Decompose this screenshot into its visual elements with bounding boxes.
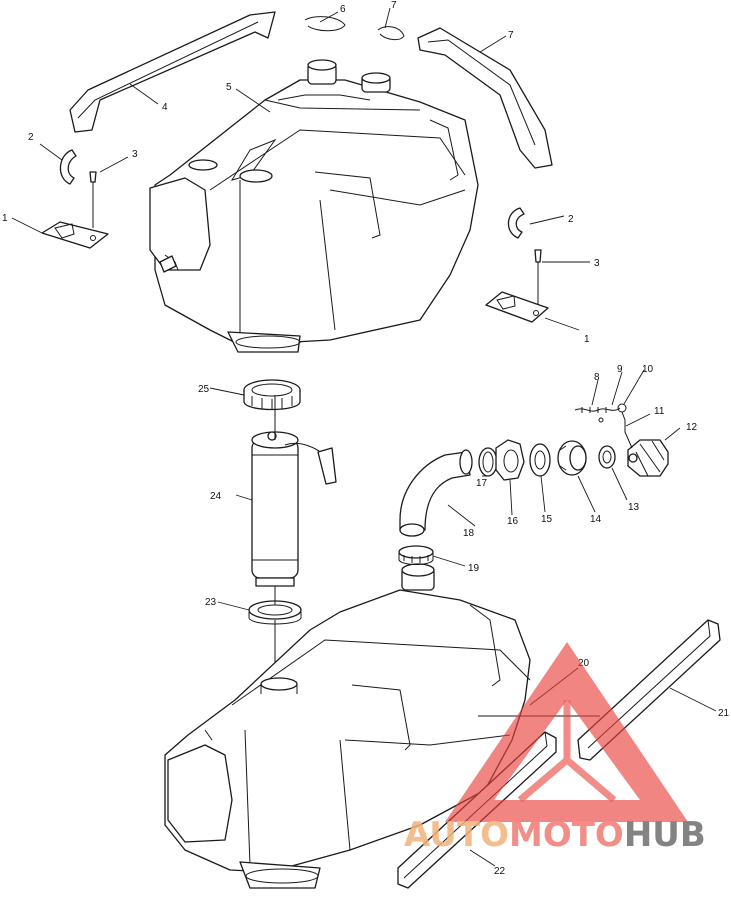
label-8: 8 <box>594 372 600 383</box>
strap-right <box>417 27 553 169</box>
gasket-15 <box>529 443 551 477</box>
pin-3-right <box>534 249 542 310</box>
label-6: 6 <box>340 4 346 15</box>
label-1-left: 1 <box>2 213 8 224</box>
label-16: 16 <box>507 516 519 527</box>
label-1-right: 1 <box>584 334 590 345</box>
filler-hose-18 <box>399 449 473 537</box>
label-9: 9 <box>617 364 623 375</box>
pin-3-left <box>89 171 97 228</box>
fuel-tank-lower <box>164 563 531 889</box>
label-21: 21 <box>718 708 730 719</box>
callout-labels: 1 2 3 4 5 6 7 7 2 3 1 25 24 23 8 9 10 11… <box>2 0 730 877</box>
fuel-cap-12 <box>627 439 669 477</box>
label-20: 20 <box>578 658 590 669</box>
lock-ring-25 <box>243 379 301 411</box>
label-13: 13 <box>628 502 640 513</box>
gasket-13 <box>598 445 616 469</box>
label-3-right: 3 <box>594 258 600 269</box>
label-2-left: 2 <box>28 132 34 143</box>
label-7-top: 7 <box>391 0 397 11</box>
label-2-right: 2 <box>568 214 574 225</box>
watermark-triangle-logo <box>445 642 688 822</box>
label-12: 12 <box>686 422 698 433</box>
label-22: 22 <box>494 866 506 877</box>
label-11: 11 <box>654 406 665 417</box>
watermark-hub: HUB <box>624 815 706 855</box>
cap-tether <box>574 403 633 449</box>
watermark-auto: AUTO <box>404 815 509 855</box>
label-3-left: 3 <box>132 149 138 160</box>
strap-left <box>69 11 276 133</box>
label-5: 5 <box>226 82 232 93</box>
label-14: 14 <box>590 514 602 525</box>
watermark-moto: MOTO <box>509 815 624 855</box>
clip-7 <box>377 26 405 41</box>
bracket-1-left <box>41 221 109 249</box>
label-18: 18 <box>463 528 475 539</box>
label-24: 24 <box>210 491 222 502</box>
collar-19 <box>398 545 434 565</box>
label-4: 4 <box>162 102 168 113</box>
label-17: 17 <box>476 478 488 489</box>
automotohub-watermark: AUTOMOTOHUB <box>404 642 706 855</box>
fuel-pump-24 <box>251 431 337 587</box>
label-7: 7 <box>508 30 514 41</box>
label-15: 15 <box>541 514 553 525</box>
clamp-17 <box>478 447 498 477</box>
label-19: 19 <box>468 563 480 574</box>
bracket-1-right <box>485 291 549 323</box>
label-10: 10 <box>642 364 654 375</box>
leader-lines <box>11 7 717 867</box>
label-25: 25 <box>198 384 210 395</box>
fuel-tank-upper <box>149 59 479 353</box>
nut-16 <box>495 439 525 481</box>
clip-6 <box>304 16 346 32</box>
clip-2-left <box>59 149 77 185</box>
clip-2-right <box>507 207 525 239</box>
svg-text:AUTOMOTOHUB: AUTOMOTOHUB <box>404 815 706 855</box>
filler-neck-14 <box>557 440 587 476</box>
label-23: 23 <box>205 597 217 608</box>
